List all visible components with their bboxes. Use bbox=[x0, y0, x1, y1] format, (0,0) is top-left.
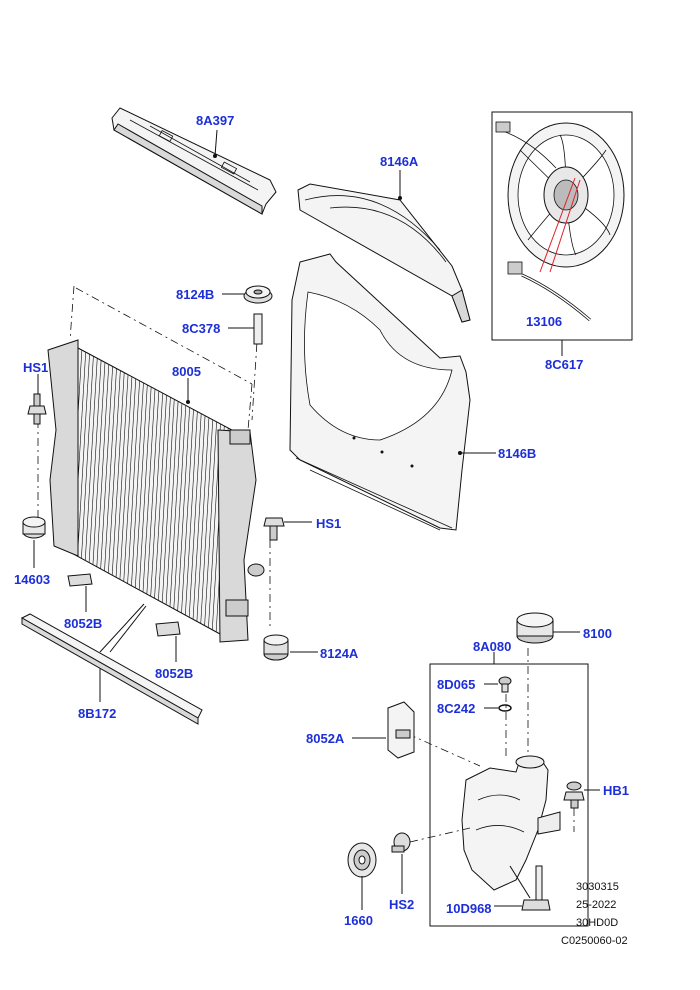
label-8a080: 8A080 bbox=[473, 639, 511, 654]
radiator-fin bbox=[104, 368, 117, 572]
radiator-fin bbox=[158, 397, 171, 601]
radiator-fin bbox=[100, 366, 113, 569]
label-1660: 1660 bbox=[344, 913, 373, 928]
bolt-hs1-right bbox=[263, 517, 285, 541]
bolt-hs1-left bbox=[27, 393, 47, 425]
foam-strip-8b172 bbox=[20, 613, 203, 725]
radiator-fin bbox=[84, 358, 98, 561]
label-8146a: 8146A bbox=[380, 154, 419, 169]
bolt-hb1 bbox=[563, 781, 585, 809]
radiator-fin bbox=[185, 411, 198, 616]
radiator-fin bbox=[131, 382, 144, 586]
label-hs1-right: HS1 bbox=[316, 516, 341, 531]
label-hb1: HB1 bbox=[603, 783, 629, 798]
radiator-fin bbox=[161, 399, 175, 603]
label-8052b-right: 8052B bbox=[155, 666, 193, 681]
radiator-fin bbox=[77, 354, 90, 557]
lower-mount-14603 bbox=[22, 516, 46, 539]
radiator-fin bbox=[173, 405, 187, 609]
radiator-fin bbox=[154, 395, 167, 599]
radiator-fin bbox=[200, 419, 214, 624]
bleed-screw-8d065 bbox=[498, 676, 512, 693]
label-8b172: 8B172 bbox=[78, 706, 116, 721]
label-8100: 8100 bbox=[583, 626, 612, 641]
fan-inset bbox=[491, 111, 633, 341]
label-8c378: 8C378 bbox=[182, 321, 220, 336]
radiator-fin bbox=[111, 372, 125, 576]
radiator-part bbox=[47, 339, 265, 643]
label-hs2: HS2 bbox=[389, 897, 414, 912]
label-10d968: 10D968 bbox=[446, 901, 492, 916]
clip-8052b-left bbox=[67, 573, 93, 587]
radiator-fin bbox=[108, 370, 121, 574]
label-8c242: 8C242 bbox=[437, 701, 475, 716]
label-8a397: 8A397 bbox=[196, 113, 234, 128]
label-8052a: 8052A bbox=[306, 731, 345, 746]
radiator-fin bbox=[88, 360, 102, 563]
radiator-fin bbox=[177, 407, 190, 611]
pin-8c378 bbox=[253, 313, 263, 345]
radiator-fin bbox=[188, 413, 202, 618]
radiator-fin bbox=[96, 364, 110, 567]
label-8d065: 8D065 bbox=[437, 677, 475, 692]
bracket-8052a bbox=[387, 701, 415, 759]
radiator-fin bbox=[165, 401, 179, 605]
cap-8100 bbox=[516, 612, 554, 644]
o-ring-8c242 bbox=[498, 704, 512, 712]
upper-bracket-part bbox=[111, 107, 277, 215]
label-14603: 14603 bbox=[14, 572, 50, 587]
footer-line-1: 3030315 bbox=[576, 881, 619, 893]
label-8146b: 8146B bbox=[498, 446, 536, 461]
radiator-fin bbox=[81, 356, 94, 559]
bolt-hs2 bbox=[391, 832, 411, 853]
radiator-fin bbox=[142, 388, 156, 593]
radiator-fin bbox=[138, 386, 152, 590]
clip-8052b-right bbox=[155, 621, 181, 637]
label-8124b: 8124B bbox=[176, 287, 214, 302]
lower-shroud-part bbox=[289, 253, 471, 531]
radiator-fin bbox=[127, 380, 140, 584]
radiator-fin bbox=[204, 421, 217, 626]
radiator-fin bbox=[135, 384, 148, 588]
footer-line-4: C0250060-02 bbox=[561, 935, 628, 947]
radiator-fin bbox=[181, 409, 194, 614]
label-13106: 13106 bbox=[526, 314, 562, 329]
grommet-1660 bbox=[347, 842, 377, 878]
radiator-fin bbox=[115, 374, 129, 578]
upper-shroud-part bbox=[297, 183, 471, 323]
radiator-fin bbox=[146, 391, 160, 595]
expansion-tank-box bbox=[429, 663, 589, 927]
label-8c617: 8C617 bbox=[545, 357, 583, 372]
top-mount-8124b bbox=[243, 285, 273, 304]
label-hs1-left: HS1 bbox=[23, 360, 48, 375]
radiator-fin bbox=[192, 415, 206, 620]
label-8124a: 8124A bbox=[320, 646, 359, 661]
radiator-fin bbox=[196, 417, 210, 622]
radiator-fin bbox=[150, 393, 163, 597]
label-8005: 8005 bbox=[172, 364, 201, 379]
radiator-fin bbox=[123, 378, 137, 582]
footer-line-3: 30HD0D bbox=[576, 917, 618, 929]
lower-mount-8124a bbox=[263, 634, 289, 661]
footer-line-2: 25-2022 bbox=[576, 899, 616, 911]
radiator-fin bbox=[119, 376, 133, 580]
radiator-fin bbox=[92, 362, 106, 565]
label-8052b-left: 8052B bbox=[64, 616, 102, 631]
radiator-fin bbox=[169, 403, 183, 607]
